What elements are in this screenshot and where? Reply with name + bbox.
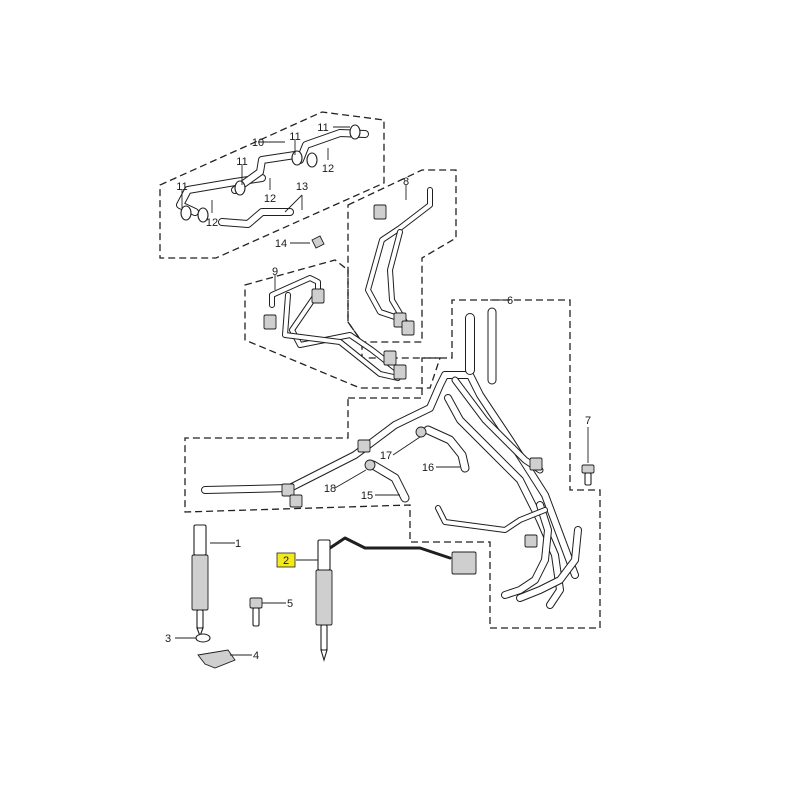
clamp-11-a xyxy=(180,205,192,221)
hose-12-mid-core xyxy=(232,152,298,193)
injector-1-tip xyxy=(196,627,204,638)
injector-2-nozzle xyxy=(320,624,328,651)
nut-9-c xyxy=(383,350,397,366)
pipe-6-main xyxy=(201,371,579,579)
pipes xyxy=(176,129,582,609)
pipe-6-lower xyxy=(516,526,582,602)
pipe-9 xyxy=(269,275,398,371)
bolt-7-shank xyxy=(584,472,592,486)
hose-15 xyxy=(368,460,410,503)
clamp-11-c xyxy=(234,180,246,196)
clip-14 xyxy=(311,235,325,249)
leader-18 xyxy=(334,469,367,489)
callout-c13: 13 xyxy=(296,181,308,193)
clamp-11-d xyxy=(291,150,303,166)
bolt-5-shank xyxy=(252,607,260,627)
callout-c2: 2 xyxy=(283,555,289,567)
injector-2-wire xyxy=(328,536,452,560)
bolt-7-head xyxy=(581,464,595,474)
nut-8-c xyxy=(401,320,415,336)
injector-2-body xyxy=(315,569,333,626)
callout-c12b: 12 xyxy=(264,193,276,205)
clamp-11-e xyxy=(349,124,361,140)
callout-c9: 9 xyxy=(272,266,278,278)
frame-group-10 xyxy=(159,111,385,259)
pipe-6-main-core xyxy=(202,372,578,578)
pipe-8-core xyxy=(366,188,432,320)
clamp-18 xyxy=(364,459,376,471)
clamp-11-f xyxy=(306,152,318,168)
pipe-6-lower-core xyxy=(517,527,581,601)
pipe-6-loop xyxy=(501,501,552,599)
hose-15-core xyxy=(369,461,409,502)
callout-c10: 10 xyxy=(252,137,264,149)
hose-13-core xyxy=(219,209,293,227)
pipe-6-loop-core xyxy=(502,502,551,598)
hose-13 xyxy=(218,208,294,228)
bracket-6-a xyxy=(281,483,295,497)
leader-lines xyxy=(175,126,589,656)
pipe-8 xyxy=(365,187,433,321)
group-frames xyxy=(159,111,601,629)
injector-1-top xyxy=(193,524,207,556)
bracket-6-c xyxy=(357,439,371,453)
washer-3 xyxy=(195,633,211,643)
callout-c4: 4 xyxy=(253,650,259,662)
leader-13 xyxy=(284,194,303,213)
hose-12-mid xyxy=(231,151,299,194)
nut-8-a xyxy=(373,204,387,220)
callout-c6: 6 xyxy=(507,295,513,307)
clamp-11-b xyxy=(197,207,209,223)
callout-c12c: 12 xyxy=(322,163,334,175)
callout-c11d: 11 xyxy=(317,122,328,134)
bracket-6-b xyxy=(289,494,303,508)
callout-c3: 3 xyxy=(165,633,171,645)
hose-16 xyxy=(423,425,470,473)
callout-c14: 14 xyxy=(275,238,287,250)
callout-c11b: 11 xyxy=(236,156,247,168)
injector-2-connector xyxy=(451,551,477,575)
pipe-6-small xyxy=(435,505,548,533)
nut-9-a xyxy=(263,314,277,330)
frame-group-8 xyxy=(347,169,457,343)
bolt-5-head xyxy=(249,597,263,609)
pipe-8b-core xyxy=(388,230,407,324)
pipe-9-core xyxy=(270,276,397,370)
callout-c12a: 12 xyxy=(206,217,218,229)
callout-c1: 1 xyxy=(235,538,241,550)
clamp-4 xyxy=(197,649,236,669)
callout-2-highlight xyxy=(276,552,296,568)
callout-c17: 17 xyxy=(380,450,392,462)
pipe-6-small-core xyxy=(436,506,547,532)
pipe-9b-core xyxy=(283,293,400,380)
callout-c7: 7 xyxy=(585,415,591,427)
nut-9-d xyxy=(393,364,407,380)
nut-9-b xyxy=(311,288,325,304)
callout-c11c: 11 xyxy=(289,131,300,143)
callout-c16: 16 xyxy=(422,462,434,474)
injector-1-body xyxy=(191,554,209,611)
callout-c15: 15 xyxy=(361,490,373,502)
callout-c8: 8 xyxy=(403,176,409,188)
leader-17 xyxy=(392,436,421,456)
pipe-9b xyxy=(282,292,401,381)
parts xyxy=(180,124,595,669)
callout-c11a: 11 xyxy=(176,181,187,193)
injector-2-tip xyxy=(320,649,328,662)
bracket-6-e xyxy=(529,457,543,471)
clamp-17 xyxy=(415,426,427,438)
callout-c5: 5 xyxy=(287,598,293,610)
injector-2-top xyxy=(317,539,331,571)
injector-1-nozzle xyxy=(196,609,204,629)
frame-group-6 xyxy=(184,299,601,629)
hose-16-core xyxy=(424,426,469,472)
callout-c18: 18 xyxy=(324,483,336,495)
pipe-8b xyxy=(387,229,408,325)
bracket-6-d xyxy=(524,534,538,548)
